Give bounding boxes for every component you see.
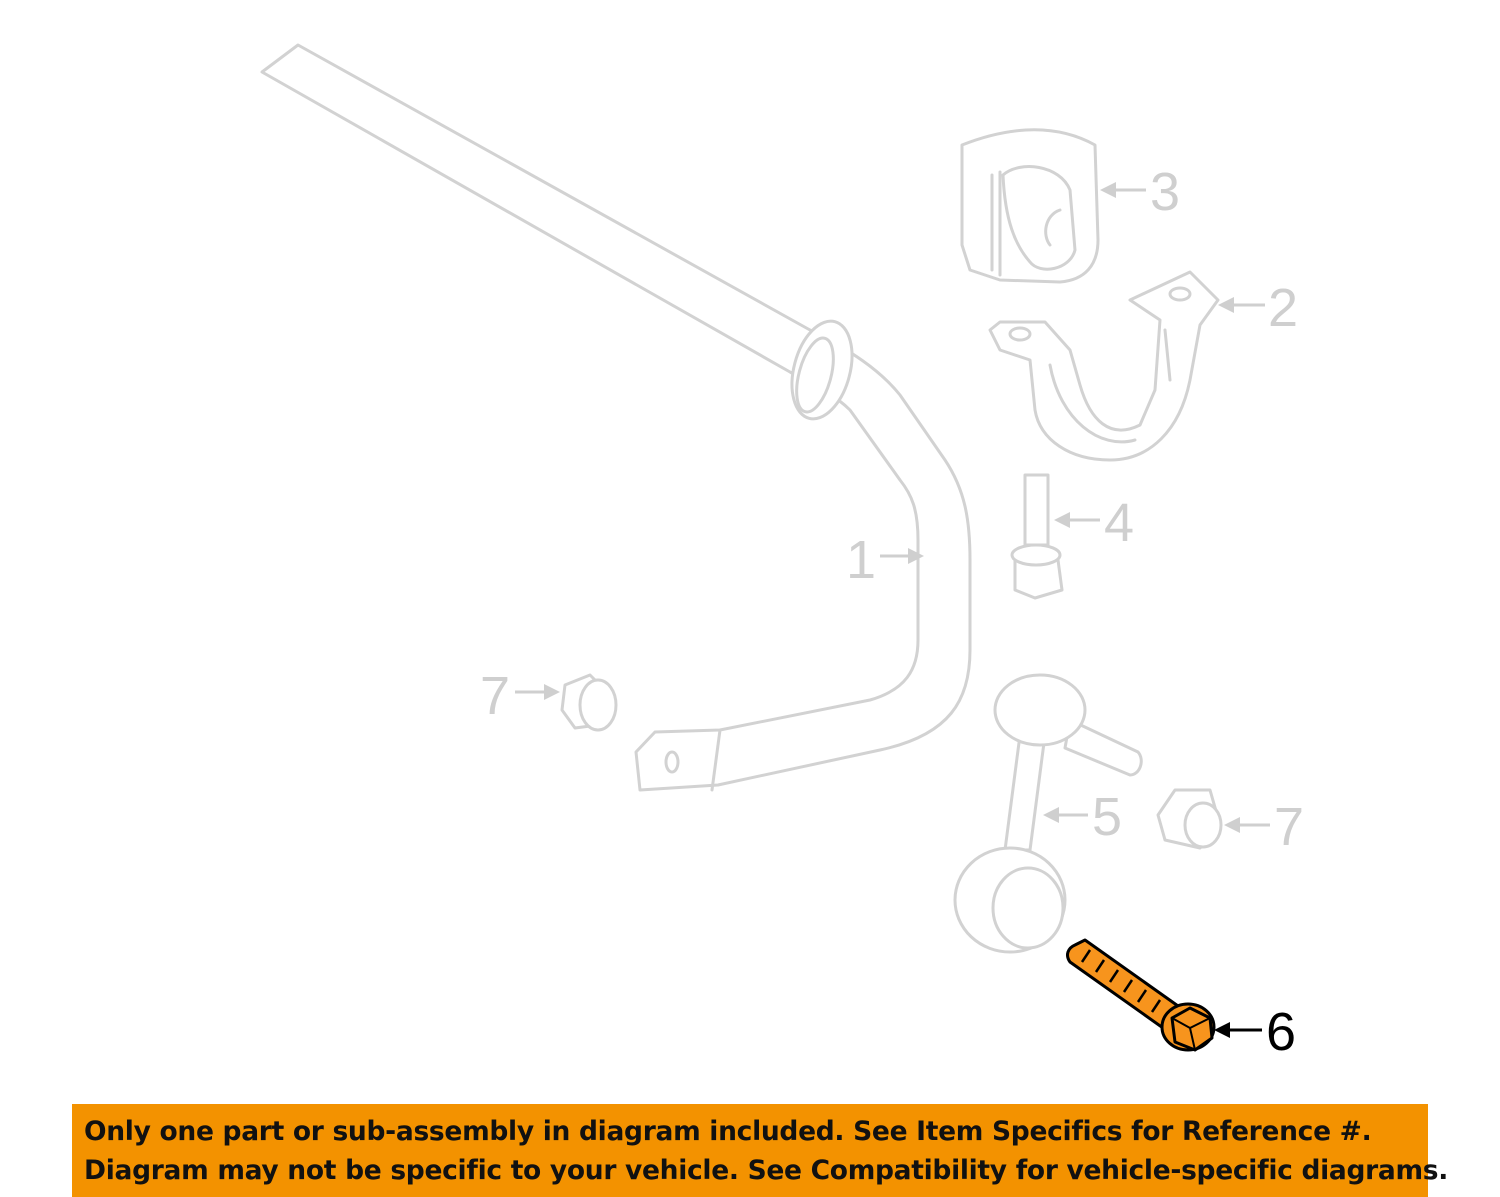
- callout-7-left: 7: [480, 666, 560, 726]
- bushing-part: [960, 128, 1100, 284]
- callout-6: 6: [1214, 1002, 1296, 1062]
- nut-part-left: [560, 673, 618, 732]
- stabilizer-link-part: [953, 673, 1143, 954]
- callout-5: 5: [1043, 787, 1122, 847]
- stabilizer-bar-part: [260, 43, 972, 792]
- disclaimer-line-1: Only one part or sub-assembly in diagram…: [84, 1116, 1372, 1147]
- bracket-part: [988, 270, 1220, 462]
- mounting-bolt-part: [1010, 473, 1064, 600]
- callout-label-2: 2: [1268, 278, 1298, 338]
- disclaimer-line-2: Diagram may not be specific to your vehi…: [84, 1155, 1449, 1186]
- highlighted-bolt-part: [1066, 938, 1216, 1052]
- callout-2: 2: [1218, 278, 1298, 338]
- callout-label-3: 3: [1150, 162, 1180, 222]
- callout-label-5: 5: [1092, 787, 1122, 847]
- callout-label-6: 6: [1266, 1002, 1296, 1062]
- nut-part-right: [1156, 788, 1223, 850]
- callout-label-7-left: 7: [480, 666, 510, 726]
- callout-label-4: 4: [1104, 493, 1134, 553]
- callout-4: 4: [1054, 493, 1134, 553]
- callout-label-1: 1: [846, 530, 876, 590]
- disclaimer-banner: Only one part or sub-assembly in diagram…: [72, 1104, 1449, 1197]
- callout-7-right: 7: [1224, 797, 1304, 857]
- callout-1: 1: [846, 530, 924, 590]
- callout-label-7-right: 7: [1274, 797, 1304, 857]
- callout-3: 3: [1100, 162, 1180, 222]
